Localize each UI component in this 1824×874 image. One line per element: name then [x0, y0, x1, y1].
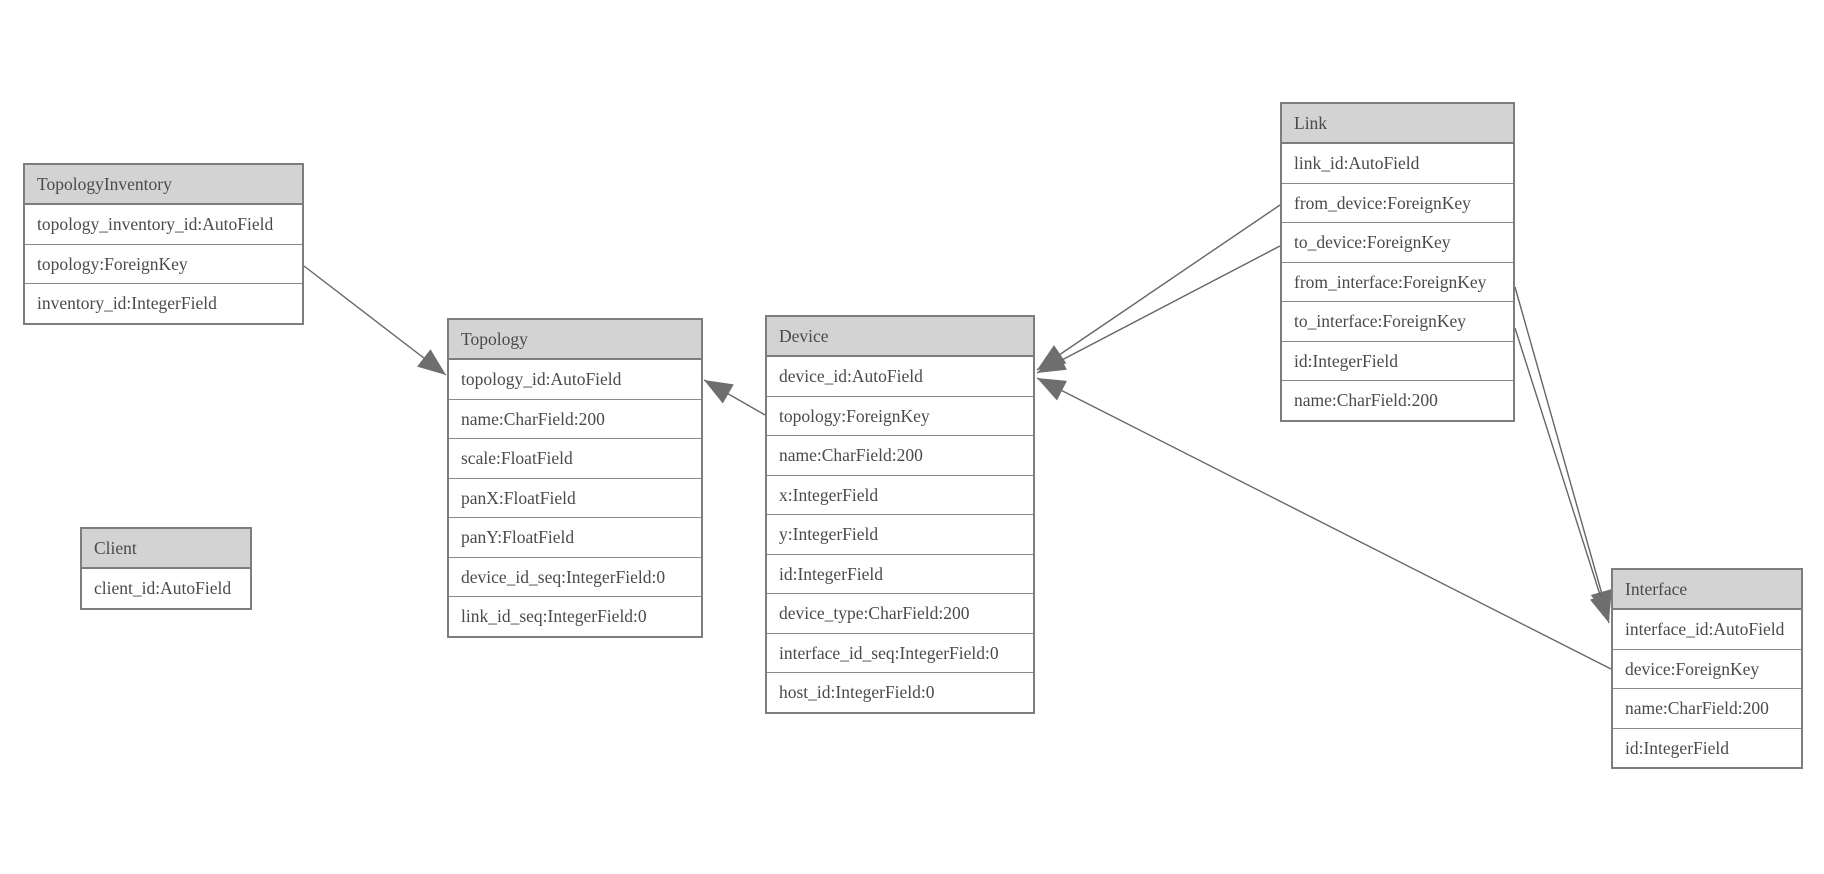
edge-device-topology-to-topology [703, 379, 766, 416]
entity-field: to_interface:ForeignKey [1282, 302, 1513, 342]
entity-field: host_id:IntegerField:0 [767, 673, 1033, 712]
edge-interface-device-to-device [1036, 377, 1612, 670]
entity-field: id:IntegerField [1282, 341, 1513, 381]
entity-field: panX:FloatField [449, 478, 701, 518]
entity-field: topology_inventory_id:AutoField [25, 205, 302, 245]
entity-field: name:CharField:200 [767, 436, 1033, 476]
entity-field: device_type:CharField:200 [767, 594, 1033, 634]
entity-title: Topology [449, 320, 701, 360]
entity-field: interface_id:AutoField [1613, 610, 1801, 650]
entity-field: interface_id_seq:IntegerField:0 [767, 633, 1033, 673]
entity-field: name:CharField:200 [1613, 689, 1801, 729]
entity-field: client_id:AutoField [82, 569, 250, 608]
entity-field: scale:FloatField [449, 439, 701, 479]
entity-field: topology:ForeignKey [25, 244, 302, 284]
entity-field: inventory_id:IntegerField [25, 284, 302, 323]
entity-field: id:IntegerField [1613, 728, 1801, 767]
entity-field: from_interface:ForeignKey [1282, 262, 1513, 302]
entity-field: device:ForeignKey [1613, 649, 1801, 689]
entity-title: Device [767, 317, 1033, 357]
entity-title: Link [1282, 104, 1513, 144]
entity-title: Client [82, 529, 250, 569]
entity-field: panY:FloatField [449, 518, 701, 558]
entity-field: topology:ForeignKey [767, 396, 1033, 436]
entity-field: id:IntegerField [767, 554, 1033, 594]
entity-field: link_id_seq:IntegerField:0 [449, 597, 701, 636]
edge-link-to_interface-to-interface [1514, 327, 1611, 624]
edge-link-from_device-to-device [1036, 204, 1281, 371]
entity-title: Interface [1613, 570, 1801, 610]
entity-field: from_device:ForeignKey [1282, 183, 1513, 223]
entity-field: name:CharField:200 [449, 399, 701, 439]
entity-field: y:IntegerField [767, 515, 1033, 555]
entity-field: device_id_seq:IntegerField:0 [449, 557, 701, 597]
entity-field: topology_id:AutoField [449, 360, 701, 400]
entity-field: link_id:AutoField [1282, 144, 1513, 184]
edge-link-to_device-to-device [1036, 245, 1281, 374]
edges-group [303, 204, 1612, 670]
entity-field: name:CharField:200 [1282, 381, 1513, 420]
entity-field: device_id:AutoField [767, 357, 1033, 397]
edge-topologyinventory-topology-to-topology [303, 265, 447, 376]
entity-field: to_device:ForeignKey [1282, 223, 1513, 263]
entity-title: TopologyInventory [25, 165, 302, 205]
entity-field: x:IntegerField [767, 475, 1033, 515]
edge-link-from_interface-to-interface [1514, 286, 1612, 620]
